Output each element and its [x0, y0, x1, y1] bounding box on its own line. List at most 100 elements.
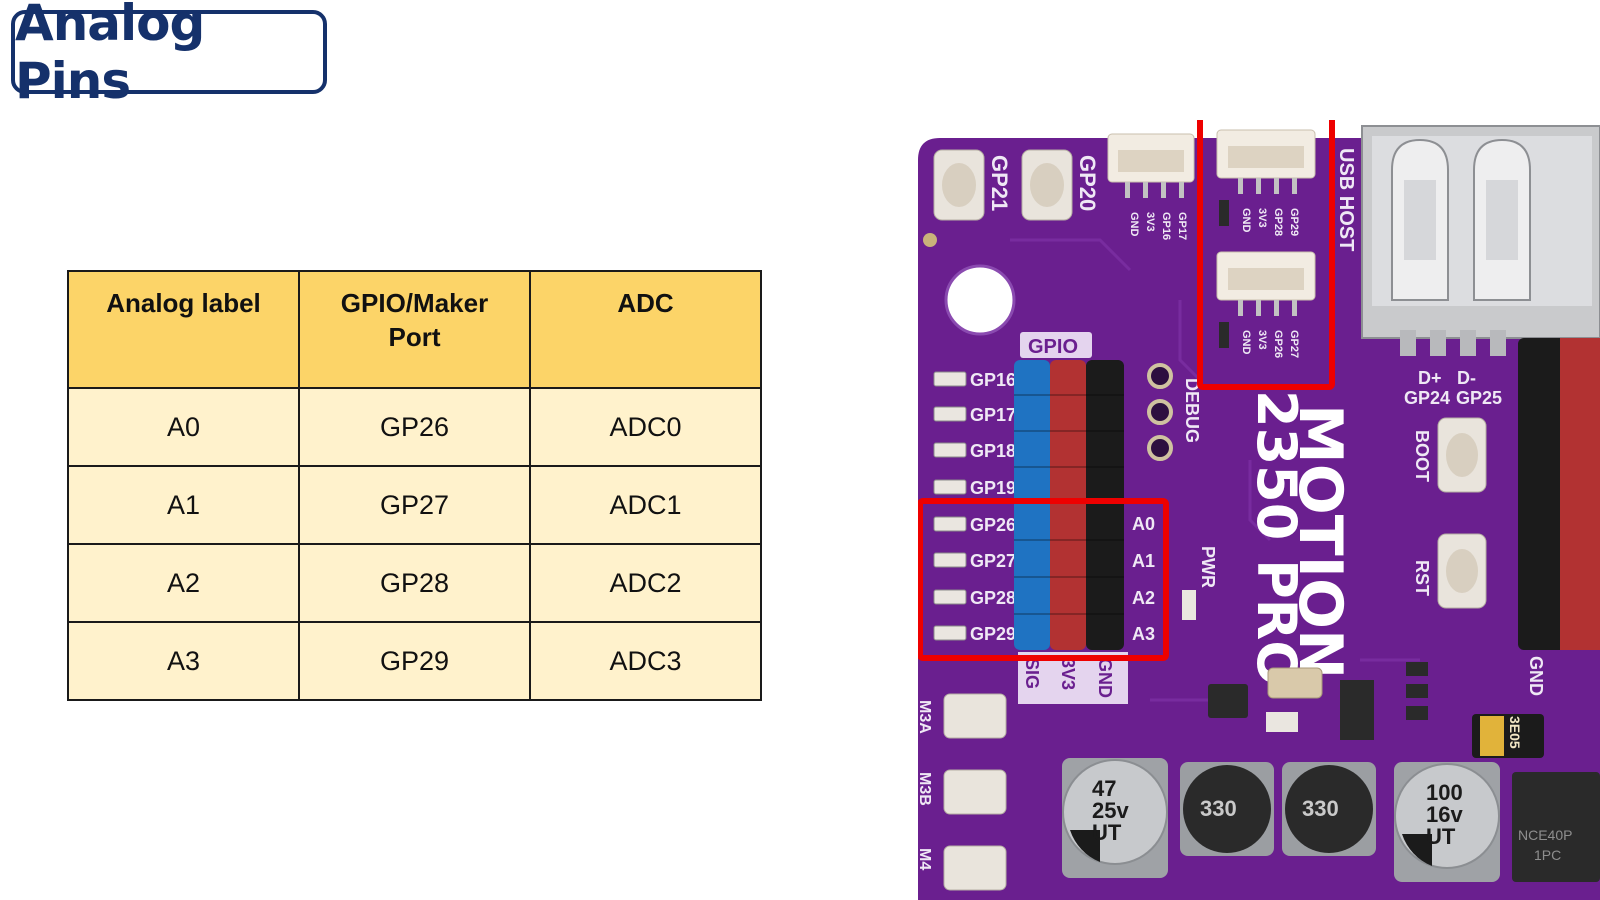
- motor-label: M4: [918, 848, 933, 870]
- cell-adc: ADC3: [529, 621, 762, 701]
- analog-label: A2: [1132, 588, 1155, 608]
- button-gp21: [933, 149, 985, 221]
- cap2-text: UT: [1426, 824, 1456, 849]
- gpio-label: GP27: [970, 551, 1016, 571]
- mounting-hole: [944, 264, 1016, 336]
- mosfet-text: NCE40P: [1518, 827, 1572, 843]
- ground-pin-column: [1086, 360, 1124, 650]
- header-gpio: GPIO/Maker Port: [298, 270, 531, 389]
- connector-2: [1216, 129, 1316, 194]
- cell-adc: ADC1: [529, 465, 762, 545]
- table-row: A3 GP29 ADC3: [67, 621, 762, 701]
- cell-gpio: GP27: [298, 465, 531, 545]
- column-label-sig: SIG: [1022, 658, 1042, 689]
- analog-pins-table: Analog label GPIO/Maker Port ADC A0 GP26…: [67, 270, 762, 701]
- cell-analog: A2: [67, 543, 300, 623]
- usb-dplus-label: D+: [1418, 368, 1442, 388]
- cap2-text: 100: [1426, 780, 1463, 805]
- smd-label: 3E05: [1507, 716, 1523, 749]
- model-text: 2350 PRO: [1245, 390, 1308, 686]
- title-box: Analog Pins: [11, 0, 327, 110]
- gpio-label: GP29: [970, 624, 1016, 644]
- conn1-pin: 3V3: [1144, 212, 1156, 232]
- cell-gpio: GP28: [298, 543, 531, 623]
- header-analog-label: Analog label: [67, 270, 300, 389]
- conn1-pin: GND: [1128, 212, 1140, 237]
- highlight-analog-pins: [918, 498, 1169, 661]
- usb-host-label: USB HOST: [1335, 148, 1357, 251]
- conn3-pin: 3V3: [1256, 330, 1268, 350]
- inductor-1: [1180, 762, 1274, 856]
- cell-adc: ADC2: [529, 543, 762, 623]
- motor-label: M3B: [918, 772, 933, 806]
- gpio-label: GP18: [970, 441, 1016, 461]
- mosfet: [1512, 772, 1600, 882]
- usb-dminus-label: D-: [1457, 368, 1476, 388]
- cell-analog: A1: [67, 465, 300, 545]
- boot-label: BOOT: [1412, 430, 1432, 482]
- button-gp21-label: GP21: [987, 155, 1012, 211]
- connector-3: [1216, 251, 1316, 316]
- gpio-label: GP28: [970, 588, 1016, 608]
- table-row: A1 GP27 ADC1: [67, 465, 762, 545]
- conn2-pin: GP29: [1288, 208, 1300, 236]
- header-adc: ADC: [529, 270, 762, 389]
- page-title: Analog Pins: [15, 0, 205, 110]
- cap1-text: 47: [1092, 776, 1116, 801]
- conn2-pin: 3V3: [1256, 208, 1268, 228]
- gp25-label: GP25: [1456, 388, 1502, 408]
- conn3-pin: GND: [1240, 330, 1252, 355]
- right-gnd-label: GND: [1526, 656, 1546, 696]
- conn2-pin: GP28: [1272, 208, 1284, 236]
- cap1-text: UT: [1092, 820, 1122, 845]
- signal-pin-column: [1014, 360, 1050, 650]
- conn3-pin: GP26: [1272, 330, 1284, 358]
- gpio-header-label: GPIO: [1028, 336, 1078, 358]
- boot-button: [1437, 417, 1487, 493]
- gpio-label: GP19: [970, 478, 1016, 498]
- cell-adc: ADC0: [529, 387, 762, 467]
- conn1-pin: GP17: [1176, 212, 1188, 240]
- pwr-label: PWR: [1198, 546, 1218, 588]
- motor-label: M3A: [918, 700, 933, 734]
- rst-label: RST: [1412, 560, 1432, 596]
- inductor-2: [1282, 762, 1376, 856]
- conn1-pin: GP16: [1160, 212, 1172, 240]
- capacitor-47: [1062, 758, 1168, 878]
- cap1-text: 25v: [1092, 798, 1129, 823]
- table-row: A0 GP26 ADC0: [67, 387, 762, 467]
- cell-gpio: GP29: [298, 621, 531, 701]
- table-row: A2 GP28 ADC2: [67, 543, 762, 623]
- conn2-pin: GND: [1240, 208, 1252, 233]
- cell-analog: A0: [67, 387, 300, 467]
- usb-host-port: [1361, 125, 1600, 356]
- conn3-pin: GP27: [1288, 330, 1300, 358]
- mosfet-text: 1PC: [1534, 847, 1561, 863]
- cell-analog: A3: [67, 621, 300, 701]
- brand-text: MOTION: [1285, 404, 1355, 679]
- inductor-label: 330: [1302, 796, 1339, 821]
- column-label-gnd: GND: [1095, 658, 1115, 698]
- gpio-label: GP16: [970, 370, 1016, 390]
- button-gp20-label: GP20: [1075, 155, 1100, 211]
- analog-label: A1: [1132, 551, 1155, 571]
- analog-label: A3: [1132, 624, 1155, 644]
- table-header-row: Analog label GPIO/Maker Port ADC: [67, 270, 762, 389]
- analog-label: A0: [1132, 514, 1155, 534]
- highlight-connectors: [1197, 120, 1335, 390]
- cap2-text: 16v: [1426, 802, 1463, 827]
- debug-label: DEBUG: [1182, 378, 1202, 443]
- gp24-label: GP24: [1404, 388, 1450, 408]
- debug-holes: [1147, 363, 1173, 461]
- board-illustration: GP21 GP20 GND 3V3 GP16 GP17 GND 3V3 GP28…: [918, 120, 1600, 900]
- button-gp20: [1021, 149, 1073, 221]
- cell-gpio: GP26: [298, 387, 531, 467]
- capacitor-100: [1394, 762, 1500, 882]
- connector-1: [1107, 133, 1195, 198]
- column-label-3v3: 3V3: [1058, 658, 1078, 690]
- inductor-label: 330: [1200, 796, 1237, 821]
- gpio-label: GP26: [970, 515, 1016, 535]
- led-column: [933, 371, 967, 641]
- power-pin-column: [1050, 360, 1086, 650]
- rst-button: [1437, 533, 1487, 609]
